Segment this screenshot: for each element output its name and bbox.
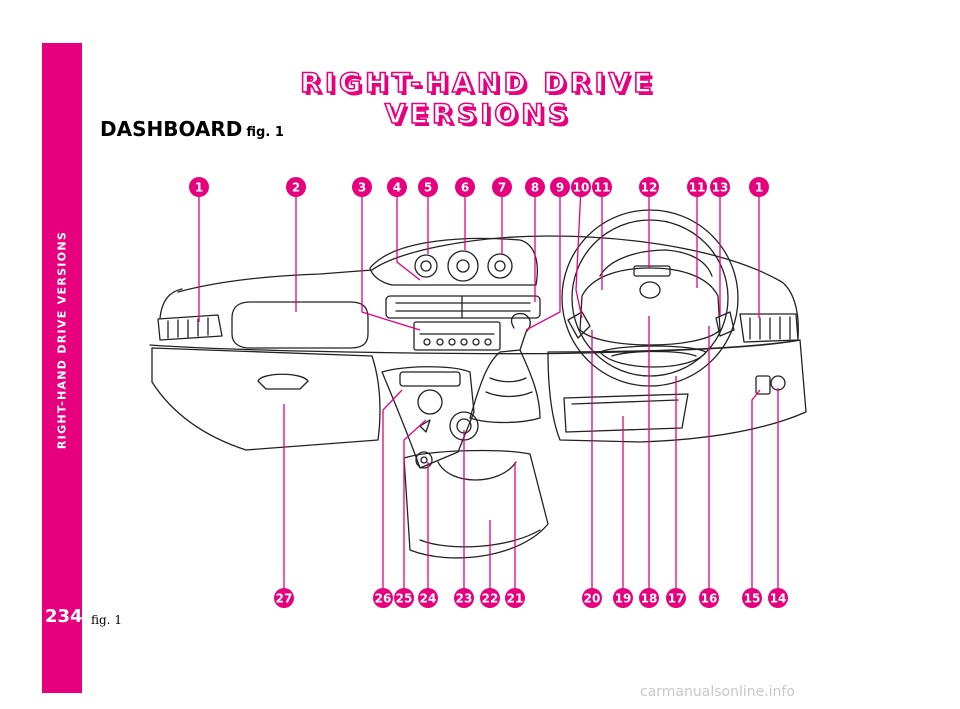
callout-label: 13: [712, 181, 729, 195]
callout-label: 2: [292, 181, 300, 195]
callout-marker: 21: [505, 588, 525, 608]
callout-marker: 22: [480, 588, 500, 608]
figure-caption: fig. 1: [91, 613, 122, 627]
callout-marker: 16: [699, 588, 719, 608]
callout-marker: 15: [742, 588, 762, 608]
callouts-top: 1 2 3 4 5 6 7 8 9 10 11 12 11 13 1: [189, 177, 769, 197]
callout-label: 25: [396, 592, 413, 606]
callout-label: 19: [615, 592, 632, 606]
callout-label: 3: [358, 181, 366, 195]
callout-marker: 25: [394, 588, 414, 608]
callout-label: 12: [641, 181, 658, 195]
callout-marker: 7: [492, 177, 512, 197]
callout-label: 4: [393, 181, 401, 195]
callout-label: 11: [689, 181, 706, 195]
callout-label: 23: [456, 592, 473, 606]
callout-marker: 18: [639, 588, 659, 608]
callout-marker: 14: [768, 588, 788, 608]
callouts-bottom: 27 26 25 24 23 22 21 20 19 18 17 16 15 1…: [274, 588, 788, 608]
callout-label: 1: [755, 181, 763, 195]
callout-marker: 11: [687, 177, 707, 197]
callout-label: 27: [276, 592, 293, 606]
section-heading-main: DASHBOARD: [100, 117, 243, 141]
callout-label: 10: [573, 181, 590, 195]
callout-marker: 6: [455, 177, 475, 197]
watermark: carmanualsonline.info: [640, 684, 795, 700]
callout-marker: 26: [373, 588, 393, 608]
callout-marker: 11: [592, 177, 612, 197]
callout-label: 16: [701, 592, 718, 606]
callout-marker: 13: [710, 177, 730, 197]
callout-label: 15: [744, 592, 761, 606]
callout-marker: 20: [582, 588, 602, 608]
callout-label: 11: [594, 181, 611, 195]
callout-marker: 8: [525, 177, 545, 197]
callout-marker: 9: [550, 177, 570, 197]
callout-marker: 23: [454, 588, 474, 608]
callout-leaders: [198, 186, 779, 598]
side-bar: [42, 43, 82, 693]
page-title: RIGHT-HAND DRIVE VERSIONS: [299, 67, 656, 131]
callout-label: 18: [641, 592, 658, 606]
callout-marker: 1: [749, 177, 769, 197]
callout-marker: 3: [352, 177, 372, 197]
callout-marker: 24: [418, 588, 438, 608]
callout-label: 24: [420, 592, 437, 606]
page-number: 234: [45, 606, 83, 627]
callout-label: 6: [461, 181, 469, 195]
callout-label: 5: [424, 181, 432, 195]
callout-label: 22: [482, 592, 499, 606]
callout-label: 9: [556, 181, 564, 195]
dashboard-drawing: [149, 209, 807, 559]
callout-label: 8: [531, 181, 539, 195]
callout-label: 1: [195, 181, 203, 195]
callout-marker: 12: [639, 177, 659, 197]
section-heading-fig: fig. 1: [246, 125, 284, 140]
callout-marker: 17: [666, 588, 686, 608]
callout-label: 17: [668, 592, 685, 606]
callout-marker: 5: [418, 177, 438, 197]
callout-marker: 27: [274, 588, 294, 608]
callout-marker: 10: [571, 177, 591, 197]
callout-label: 7: [498, 181, 506, 195]
callout-marker: 1: [189, 177, 209, 197]
callout-marker: 4: [387, 177, 407, 197]
callout-label: 21: [507, 592, 524, 606]
callout-marker: 2: [286, 177, 306, 197]
callout-label: 26: [375, 592, 392, 606]
callout-marker: 19: [613, 588, 633, 608]
callout-label: 20: [584, 592, 601, 606]
callout-label: 14: [770, 592, 787, 606]
